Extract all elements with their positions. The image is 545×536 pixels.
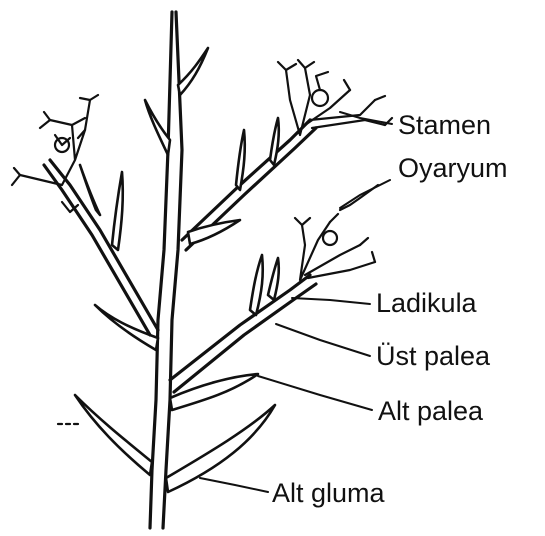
alt-palea-blade (170, 374, 258, 410)
upper-right-spikelet (278, 60, 392, 135)
label-ust-palea: Üst palea (376, 343, 490, 370)
middle-right-branch (170, 255, 316, 392)
label-alt-palea: Alt palea (378, 398, 483, 425)
leader-lines (200, 112, 392, 492)
label-stamen: Stamen (398, 112, 491, 139)
main-stalk (150, 12, 182, 528)
label-ladikula: Ladikula (376, 290, 477, 317)
leader-alt-gluma (200, 478, 268, 492)
upper-right-branch (182, 118, 316, 250)
label-oyaryum: Oyaryum (398, 155, 508, 182)
left-lower-blade (75, 395, 152, 475)
upper-stalk-blade (145, 48, 208, 155)
alt-gluma-blade (166, 405, 275, 492)
label-alt-gluma: Alt gluma (272, 480, 385, 507)
upper-left-spikelet (12, 95, 98, 212)
leader-ust-palea (276, 324, 370, 356)
leader-ladikula (292, 298, 370, 304)
middle-right-spikelet (295, 185, 378, 280)
